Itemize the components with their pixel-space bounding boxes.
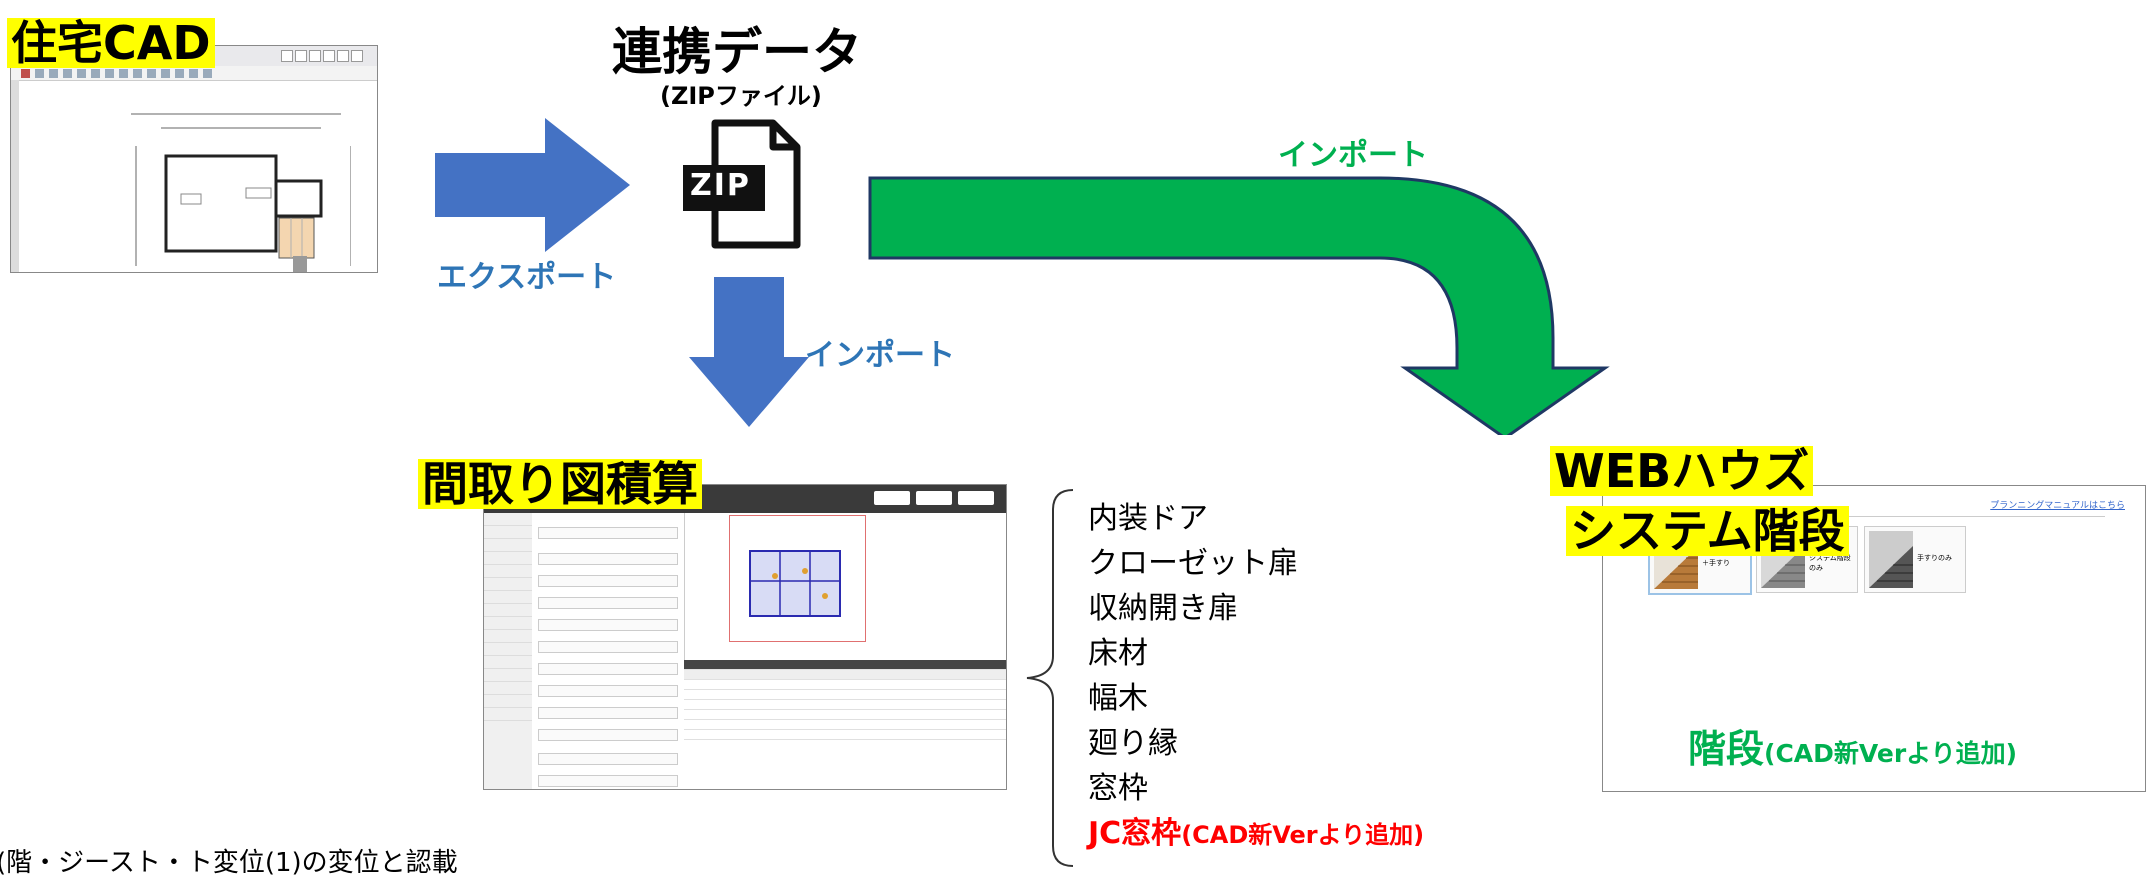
estimate-table — [684, 660, 1006, 789]
cad-screenshot — [10, 45, 378, 273]
cad-sidebar — [11, 80, 19, 272]
stair-option-label: 手すりのみ — [1917, 554, 1952, 562]
estimate-form — [532, 513, 685, 789]
import-green-label: インポート — [1278, 138, 1428, 173]
stairs-caption-main: 階段 — [1688, 727, 1765, 771]
list-item: 内装ドア — [1088, 501, 1208, 536]
zip-subtitle: (ZIPファイル) — [660, 82, 822, 110]
added-item-main: JC窓枠 — [1088, 816, 1182, 851]
stairs-caption-note: (CAD新Verより追加) — [1764, 739, 2018, 768]
list-item-added: JC窓枠(CAD新Verより追加) — [1088, 811, 1424, 858]
stairs-caption: 階段(CAD新Verより追加) — [1688, 718, 2017, 773]
estimate-screenshot — [483, 484, 1007, 790]
stair-option-label: システム階段のみ — [1809, 554, 1851, 572]
material-list: 内装ドア クローゼット扉 収納開き扉 床材 幅木 廻り縁 窓枠 JC窓枠(CAD… — [1088, 496, 1424, 858]
list-item: 窓枠 — [1088, 771, 1148, 806]
export-label: エクスポート — [437, 260, 617, 295]
cad-title: 住宅CAD — [7, 18, 215, 68]
bottom-partial-text: (階・ジースト・ト変位(1)の変位と認載 — [0, 848, 458, 878]
import-green-arrow-icon — [868, 176, 1610, 435]
list-item: 廻り縁 — [1088, 726, 1178, 761]
import-down-arrow-icon — [689, 277, 809, 427]
list-item: 収納開き扉 — [1088, 591, 1238, 626]
web-title-line2: システム階段 — [1566, 506, 1849, 556]
export-arrow-icon — [435, 118, 630, 252]
data-title: 連携データ — [612, 23, 862, 81]
estimate-plan-view — [729, 515, 866, 642]
stairs-manual-link[interactable]: プランニングマニュアルはこちら — [1990, 501, 2125, 511]
cad-floorplan — [131, 113, 351, 272]
web-title-line1: WEBハウズ — [1550, 446, 1814, 496]
list-item: クローゼット扉 — [1088, 546, 1298, 581]
stair-option-card[interactable]: 手すりのみ — [1864, 526, 1966, 593]
estimate-title: 間取り図積算 — [418, 459, 702, 509]
list-brace-icon — [1026, 489, 1074, 867]
list-item: 幅木 — [1088, 681, 1148, 716]
zip-label: ZIP — [690, 168, 751, 203]
added-item-note: (CAD新Verより追加) — [1181, 821, 1425, 849]
zip-file-icon — [683, 119, 801, 249]
import-down-label: インポート — [805, 338, 955, 373]
list-item: 床材 — [1088, 636, 1148, 671]
estimate-left-menu — [484, 513, 533, 789]
cad-toolbar — [11, 66, 377, 81]
